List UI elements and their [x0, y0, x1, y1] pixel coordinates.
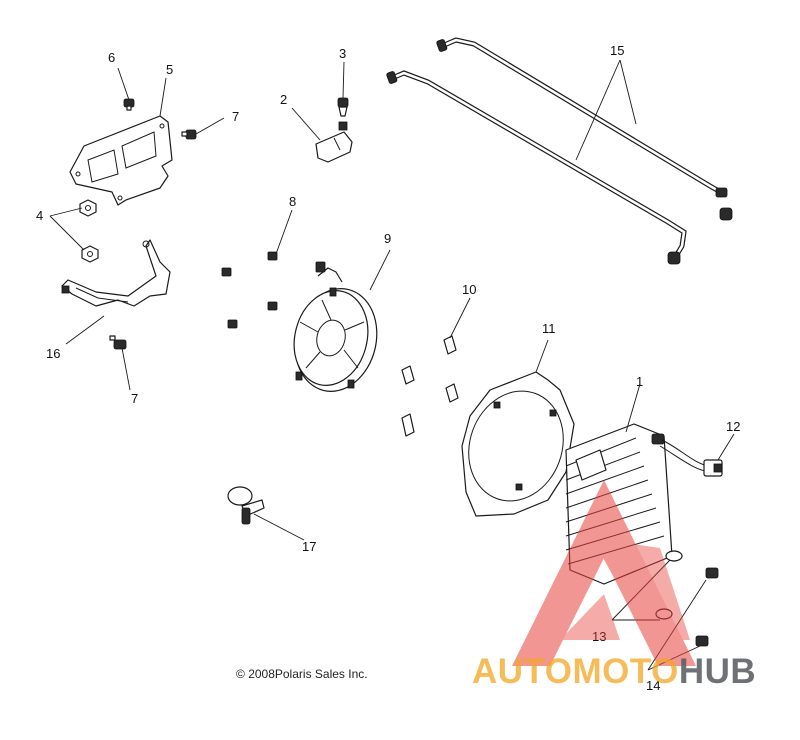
washer-13-upper [665, 550, 683, 562]
callout-16: 16 [46, 346, 60, 361]
callout-6: 6 [108, 50, 115, 65]
fan-shroud-11 [461, 371, 575, 517]
copyright-symbol: © [236, 667, 245, 681]
callout-3: 3 [339, 46, 346, 61]
bracket-plate-5 [69, 115, 173, 206]
watermark-text: AUTOMOTOHUB [472, 654, 756, 689]
callout-labels: 6 5 7 3 2 15 4 8 9 16 10 11 1 12 7 17 13… [36, 43, 740, 693]
watermark-text-hub: HUB [678, 652, 757, 691]
push-clip-3 [337, 97, 349, 117]
screw-7-top [181, 129, 197, 140]
clamp-17 [227, 486, 265, 525]
copyright-notice: © 2008Polaris Sales Inc. [236, 667, 368, 681]
fan-screws-8 [221, 251, 278, 329]
fan-clips-10 [401, 335, 459, 437]
watermark-logo [512, 480, 696, 666]
callout-5: 5 [166, 62, 173, 77]
screw-7-bottom [109, 335, 127, 350]
callout-13: 13 [592, 629, 606, 644]
screw-6 [123, 98, 135, 111]
watermark-text-automoto: AUTOMOTO [472, 652, 679, 691]
callout-15: 15 [610, 43, 624, 58]
connector-12 [659, 439, 723, 477]
callout-2: 2 [280, 92, 287, 107]
callout-11: 11 [542, 321, 556, 336]
fastener-14-lower [695, 635, 709, 647]
callout-14: 14 [646, 678, 660, 693]
radiator-fan-9 [293, 261, 378, 392]
lower-bracket-16 [61, 239, 171, 307]
callout-17: 17 [302, 539, 316, 554]
callout-8: 8 [289, 194, 296, 209]
hose-clamp-2 [315, 121, 353, 163]
callout-10: 10 [462, 282, 476, 297]
copyright-text: 2008Polaris Sales Inc. [248, 667, 368, 681]
fastener-14-upper [705, 567, 719, 579]
callout-4: 4 [36, 208, 43, 223]
callout-1: 1 [636, 374, 643, 389]
callout-9: 9 [384, 231, 391, 246]
nut-4-lower [81, 245, 99, 263]
bolt-16-end [61, 285, 70, 294]
nut-4-upper [79, 199, 97, 217]
cooler-tubes-15 [386, 37, 733, 265]
callout-7-top: 7 [232, 109, 239, 124]
callout-7-bottom: 7 [131, 391, 138, 406]
callout-12: 12 [726, 419, 740, 434]
